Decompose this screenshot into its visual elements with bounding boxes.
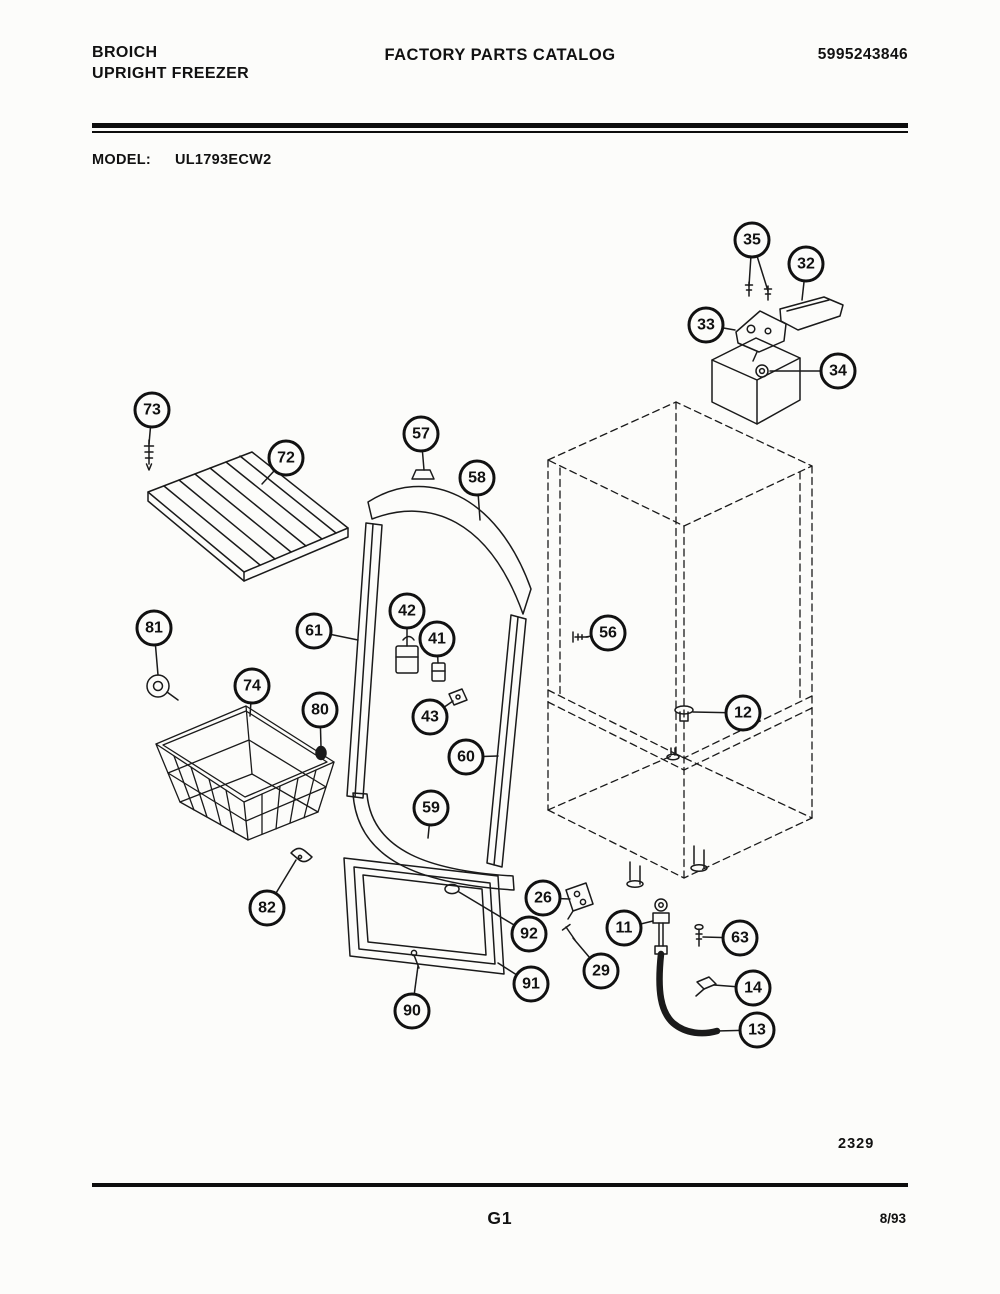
screw-73: [143, 439, 155, 471]
top-corner-trim: [367, 485, 532, 615]
brand-product: UPRIGHT FREEZER: [92, 65, 250, 82]
top-panel: [147, 451, 349, 582]
catalog-title: FACTORY PARTS CATALOG: [384, 46, 616, 64]
brand-block: BROICH UPRIGHT FREEZER: [92, 42, 249, 84]
model-label: MODEL:: [92, 152, 151, 168]
cabinet-dashed-outline: [547, 401, 813, 879]
catalog-number: 5995243846: [817, 46, 908, 63]
header-rule-heavy: [92, 123, 908, 128]
leader-lines: [148, 239, 839, 1032]
clip-57: [411, 469, 435, 480]
wire-basket: [155, 705, 335, 841]
bottom-corner-trim: [352, 792, 515, 891]
cap-80: [315, 745, 327, 761]
drain-valve-11: [652, 898, 670, 955]
roller-81: [146, 674, 179, 701]
page-id: G1: [487, 1208, 513, 1228]
leveling-foot-12: [666, 705, 694, 761]
brand-name: BROICH: [92, 44, 158, 61]
model-line: MODEL: UL1793ECW2: [92, 152, 271, 168]
figure-number: 2329: [838, 1136, 875, 1152]
bracket-26: [565, 882, 594, 920]
screw-56: [572, 631, 589, 643]
screw-63: [694, 923, 704, 947]
cabinet-legs: [626, 845, 708, 888]
part-41: [431, 662, 446, 682]
clip-14: [695, 976, 717, 997]
footer-rule: [92, 1183, 908, 1187]
drain-tube-13: [656, 950, 721, 1037]
hinge-cover: [779, 296, 844, 331]
bottom-panel: [343, 857, 505, 975]
model-value: UL1793ECW2: [175, 152, 272, 168]
top-hinge-plate: [735, 310, 787, 362]
header-rule-thin: [92, 131, 908, 133]
left-trim: [346, 522, 383, 799]
clip-82: [290, 847, 313, 863]
right-trim: [486, 614, 527, 868]
issue-date: 8/93: [879, 1211, 906, 1226]
panel-knob-92: [444, 883, 460, 895]
cabinet-top-corner: [711, 337, 801, 425]
